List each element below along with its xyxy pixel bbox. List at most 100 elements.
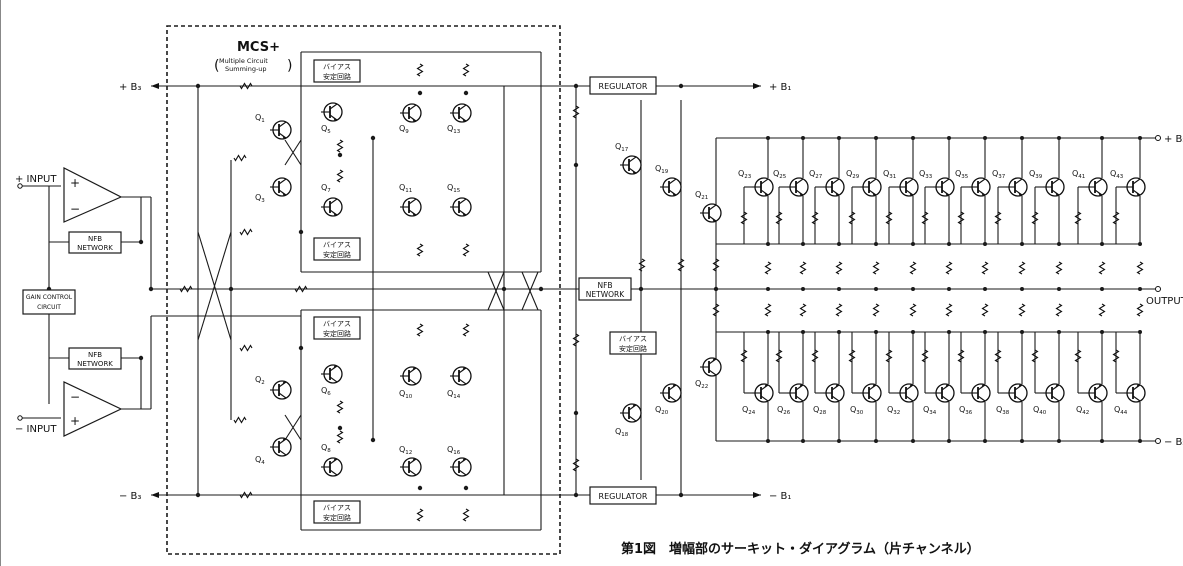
svg-text:Q25: Q25 xyxy=(773,169,787,180)
svg-text:Q16: Q16 xyxy=(447,445,461,456)
svg-text:Q12: Q12 xyxy=(399,445,412,456)
transistor-q26: Q26 xyxy=(777,383,809,416)
svg-text:Q14: Q14 xyxy=(447,389,461,400)
bias-block-4: バイアス 安定回路 xyxy=(313,500,361,524)
transistor-q41: Q41 xyxy=(1072,169,1108,197)
svg-text:安定回路: 安定回路 xyxy=(323,72,351,81)
svg-text:Q40: Q40 xyxy=(1033,405,1047,416)
input-pos-label: + INPUT xyxy=(15,174,57,185)
transistor-q34: Q34 xyxy=(923,383,955,416)
rail-neg-b3: − B₃ xyxy=(119,491,141,502)
nfb-network-output-line1: NFB xyxy=(597,281,612,290)
svg-text:バイアス: バイアス xyxy=(323,320,351,328)
nfb-network-lower-line2: NETWORK xyxy=(77,360,113,368)
bias-block-1: バイアス 安定回路 xyxy=(313,59,361,83)
rail-neg-b2: − B₂ xyxy=(1164,437,1183,448)
svg-text:Q27: Q27 xyxy=(809,169,823,180)
svg-text:Q23: Q23 xyxy=(738,169,752,180)
transistor-q8: Q8 xyxy=(321,443,343,477)
svg-text:Q20: Q20 xyxy=(655,405,669,416)
svg-text:Q11: Q11 xyxy=(399,183,412,194)
transistor-q37: Q37 xyxy=(992,169,1028,197)
svg-text:Q36: Q36 xyxy=(959,405,973,416)
svg-text:Q15: Q15 xyxy=(447,183,461,194)
svg-text:Q3: Q3 xyxy=(255,193,265,204)
gain-control-line1: GAIN CONTROL xyxy=(26,294,73,301)
transistor-q6: Q6 xyxy=(321,364,343,397)
regulator-bottom-label: REGULATOR xyxy=(599,492,648,501)
transistor-q24: Q24 xyxy=(742,383,774,416)
transistor-q25: Q25 xyxy=(773,169,809,197)
svg-text:バイアス: バイアス xyxy=(323,241,351,249)
opamp-lower-minus: − xyxy=(70,390,80,404)
svg-text:Q9: Q9 xyxy=(399,124,409,135)
mcs-plus-subtitle-line1: Multiple Circuit xyxy=(219,57,268,65)
svg-text:Q37: Q37 xyxy=(992,169,1006,180)
regulator-top-label: REGULATOR xyxy=(599,82,648,91)
opamp-upper-plus: + xyxy=(70,176,80,190)
transistor-q32: Q32 xyxy=(887,383,919,416)
transistor-q42: Q42 xyxy=(1076,383,1108,416)
svg-text:Q34: Q34 xyxy=(923,405,937,416)
svg-text:Q42: Q42 xyxy=(1076,405,1089,416)
bias-block-2: バイアス 安定回路 xyxy=(313,237,361,261)
svg-text:Q1: Q1 xyxy=(255,113,265,124)
opamp-lower xyxy=(63,381,123,437)
transistor-q5: Q5 xyxy=(321,102,343,135)
svg-text:Q43: Q43 xyxy=(1110,169,1124,180)
nfb-network-upper-line1: NFB xyxy=(88,235,102,243)
rail-pos-b1: + B₁ xyxy=(769,82,791,93)
svg-text:Q41: Q41 xyxy=(1072,169,1085,180)
transistor-q44: Q44 xyxy=(1114,383,1146,416)
transistor-q7: Q7 xyxy=(321,183,343,217)
svg-text:Q8: Q8 xyxy=(321,443,331,454)
gain-control-circuit xyxy=(22,289,76,315)
transistor-q28: Q28 xyxy=(813,383,845,416)
bias-block-5: バイアス 安定回路 xyxy=(609,331,657,355)
svg-text:Q10: Q10 xyxy=(399,389,413,400)
svg-text:Q38: Q38 xyxy=(996,405,1010,416)
transistor-q11: Q11 xyxy=(399,183,422,217)
output-label: OUTPUT xyxy=(1146,296,1183,307)
transistor-q4: Q4 xyxy=(255,437,292,466)
svg-text:Q19: Q19 xyxy=(655,164,669,175)
svg-text:Q26: Q26 xyxy=(777,405,791,416)
rail-neg-b1: − B₁ xyxy=(769,491,791,502)
rail-pos-b2: + B₂ xyxy=(1164,134,1183,145)
svg-text:Q31: Q31 xyxy=(883,169,896,180)
svg-text:Q24: Q24 xyxy=(742,405,756,416)
svg-text:Q21: Q21 xyxy=(695,190,708,201)
figure-caption: 第1図 増幅部のサーキット・ダイアグラム（片チャンネル） xyxy=(621,541,980,557)
junction-dots xyxy=(46,83,1142,498)
bias-block-3: バイアス 安定回路 xyxy=(313,316,361,340)
opamp-lower-plus: + xyxy=(70,414,80,428)
transistor-q29: Q29 xyxy=(846,169,882,197)
svg-text:安定回路: 安定回路 xyxy=(323,513,351,522)
svg-text:Q5: Q5 xyxy=(321,124,331,135)
nfb-network-lower-line1: NFB xyxy=(88,351,102,359)
transistor-q16: Q16 xyxy=(447,445,472,477)
svg-text:Q30: Q30 xyxy=(850,405,864,416)
transistor-q1: Q1 xyxy=(255,113,292,140)
transistor-q12: Q12 xyxy=(399,445,422,477)
transistor-q20: Q20 xyxy=(655,383,682,416)
svg-text:Q39: Q39 xyxy=(1029,169,1043,180)
mcs-plus-title: MCS+ xyxy=(237,40,280,55)
transistor-q14: Q14 xyxy=(447,366,472,400)
svg-text:Q22: Q22 xyxy=(695,379,708,390)
nfb-network-output xyxy=(578,277,632,301)
svg-text:安定回路: 安定回路 xyxy=(619,344,647,353)
svg-text:Q28: Q28 xyxy=(813,405,827,416)
transistor-q40: Q40 xyxy=(1033,383,1065,416)
svg-text:バイアス: バイアス xyxy=(323,63,351,71)
rail-pos-b3: + B₃ xyxy=(119,82,141,93)
mcs-plus-subtitle-line2: Summing-up xyxy=(225,65,267,73)
regulator-bottom xyxy=(589,486,657,505)
svg-text:安定回路: 安定回路 xyxy=(323,250,351,259)
regulator-top xyxy=(589,76,657,95)
mcs-plus-boundary xyxy=(166,25,561,555)
transistor-q19: Q19 xyxy=(655,164,682,197)
transistor-q18: Q18 xyxy=(615,403,642,438)
svg-text:Q33: Q33 xyxy=(919,169,933,180)
